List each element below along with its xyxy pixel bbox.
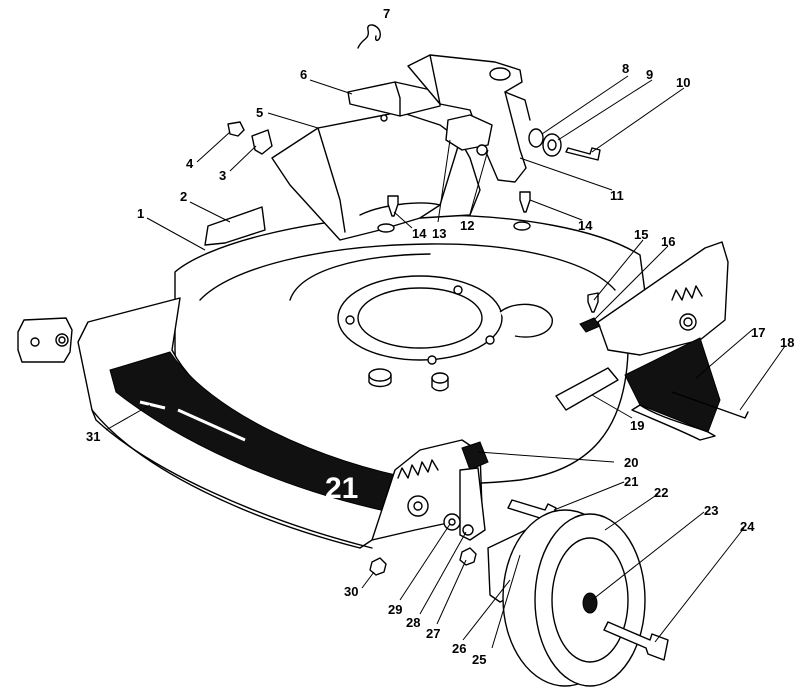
callout-14-left: 14 bbox=[412, 226, 427, 241]
callout-9: 9 bbox=[646, 67, 653, 82]
callout-27: 27 bbox=[426, 626, 440, 641]
rear-flap bbox=[624, 337, 721, 441]
right-side-plate bbox=[597, 241, 729, 356]
front-axle-hardware bbox=[369, 513, 477, 576]
callout-21: 21 bbox=[624, 474, 638, 489]
callout-18: 18 bbox=[780, 335, 794, 350]
callout-26: 26 bbox=[452, 641, 466, 656]
callout-16: 16 bbox=[661, 234, 675, 249]
callout-23: 23 bbox=[704, 503, 718, 518]
callout-7: 7 bbox=[383, 6, 390, 21]
callout-4: 4 bbox=[186, 156, 194, 171]
mower-deck-housing bbox=[174, 214, 651, 485]
callout-19: 19 bbox=[630, 418, 644, 433]
wheel-bolt bbox=[603, 621, 669, 661]
callout-2: 2 bbox=[180, 189, 187, 204]
small-clip-bracket bbox=[227, 121, 273, 155]
callout-17: 17 bbox=[751, 325, 765, 340]
wheel bbox=[502, 509, 646, 687]
caution-decal bbox=[555, 367, 619, 411]
callout-30: 30 bbox=[344, 584, 358, 599]
callout-15: 15 bbox=[634, 227, 648, 242]
spring-clip bbox=[357, 24, 382, 49]
mounting-screws bbox=[377, 191, 531, 233]
callout-numbers: 1 2 3 4 5 6 7 8 9 10 11 12 13 14 14 15 1… bbox=[86, 6, 794, 667]
callout-14-right: 14 bbox=[578, 218, 593, 233]
callout-28: 28 bbox=[406, 615, 420, 630]
callout-22: 22 bbox=[654, 485, 668, 500]
callout-8: 8 bbox=[622, 61, 629, 76]
left-axle-bracket bbox=[17, 317, 73, 363]
flap-rod bbox=[671, 391, 749, 419]
upper-housing-cover bbox=[271, 111, 481, 241]
callout-5: 5 bbox=[256, 105, 263, 120]
callout-24: 24 bbox=[740, 519, 755, 534]
callout-20: 20 bbox=[624, 455, 638, 470]
callout-6: 6 bbox=[300, 67, 307, 82]
callout-31: 31 bbox=[86, 429, 100, 444]
callout-12: 12 bbox=[460, 218, 474, 233]
callout-11: 11 bbox=[610, 188, 624, 203]
rear-discharge-flap bbox=[204, 206, 266, 246]
callout-13: 13 bbox=[432, 226, 446, 241]
handle-grip-block bbox=[347, 81, 441, 122]
callout-29: 29 bbox=[388, 602, 402, 617]
callout-10: 10 bbox=[676, 75, 690, 90]
callout-leader-lines bbox=[105, 75, 786, 649]
callout-25: 25 bbox=[472, 652, 486, 667]
handle-knob-hardware bbox=[528, 128, 601, 161]
deck-marking-text: 21 bbox=[325, 472, 358, 505]
callout-1: 1 bbox=[137, 206, 144, 221]
callout-3: 3 bbox=[219, 168, 226, 183]
handle-bracket bbox=[407, 54, 531, 183]
